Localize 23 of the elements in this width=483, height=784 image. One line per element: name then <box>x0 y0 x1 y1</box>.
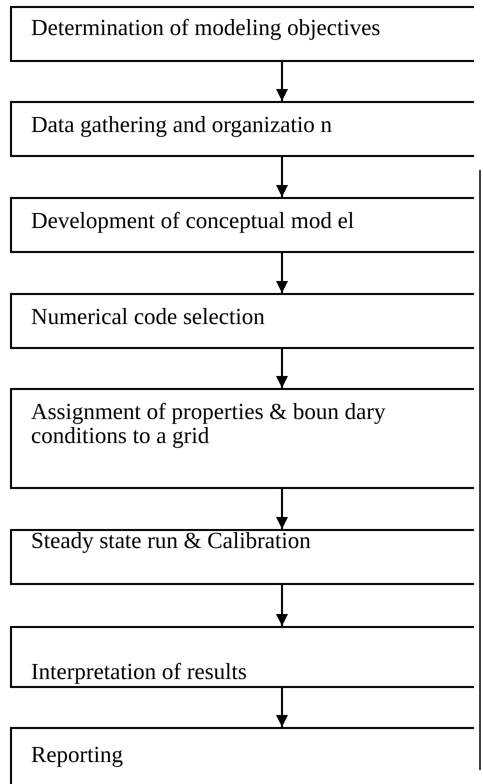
process-box <box>10 101 474 157</box>
process-box <box>10 529 474 585</box>
arrow <box>276 489 288 529</box>
step-text: Development of conceptual mod el <box>31 209 356 234</box>
process-box <box>10 727 474 784</box>
step-text: Reporting <box>31 743 124 768</box>
arrow <box>276 157 288 197</box>
step-text: Data gathering and organizatio n <box>31 113 334 138</box>
step-text: Steady state run & Calibration <box>31 529 312 554</box>
arrow <box>276 688 288 727</box>
arrow <box>276 349 288 388</box>
step-text: Determination of modeling objectives <box>31 16 382 40</box>
step-text: Assignment of properties & boun dary conditions to a grid <box>31 400 387 448</box>
arrow <box>276 253 288 293</box>
step-text: Numerical code selection <box>31 305 266 330</box>
process-box <box>10 6 474 62</box>
process-box <box>10 626 474 688</box>
process-box <box>10 293 474 349</box>
process-box <box>10 388 474 489</box>
arrow <box>276 62 288 101</box>
step-text: Interpretation of results <box>31 660 248 684</box>
process-box <box>10 197 474 253</box>
arrow <box>276 585 288 626</box>
